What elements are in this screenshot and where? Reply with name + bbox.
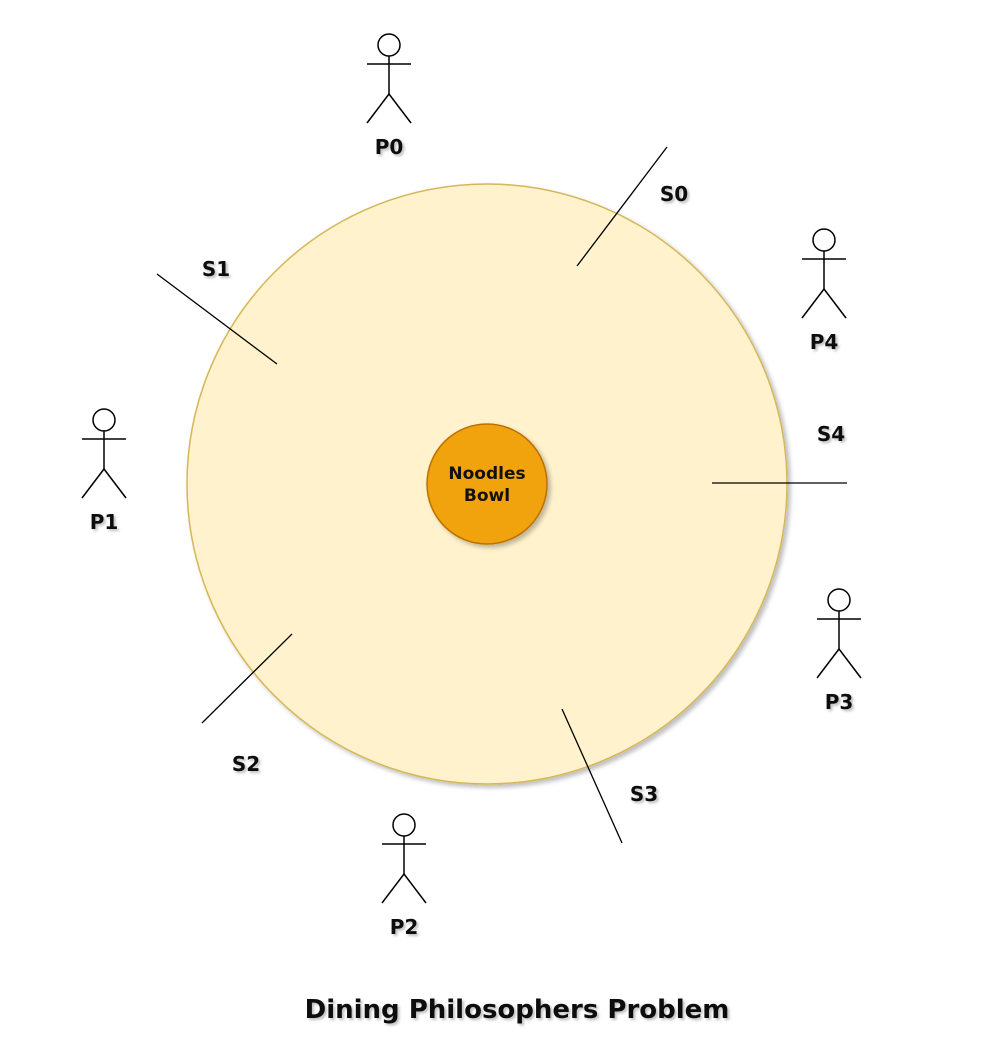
philosopher-label-p4: P4 (810, 330, 839, 354)
stick-s0 (576, 146, 668, 267)
philosopher-p3-actor-icon (816, 588, 862, 679)
philosopher-label-p1: P1 (90, 510, 119, 534)
philosopher-p1-actor-icon (81, 408, 127, 499)
bowl-label-line1: Noodles (448, 464, 525, 484)
philosopher-label-p3: P3 (825, 690, 854, 714)
stick-s3 (561, 708, 623, 844)
philosopher-p2-actor-icon (381, 813, 427, 904)
stick-s2 (201, 633, 293, 724)
stick-label-s1: S1 (202, 257, 230, 281)
bowl-label-line2: Bowl (464, 486, 510, 506)
philosopher-label-p2: P2 (390, 915, 419, 939)
stick-label-s2: S2 (232, 752, 260, 776)
philosopher-p0-actor-icon (366, 33, 412, 124)
philosopher-label-p0: P0 (375, 135, 404, 159)
noodles-bowl (426, 423, 548, 545)
philosopher-p4-actor-icon (801, 228, 847, 319)
stick-label-s3: S3 (630, 782, 658, 806)
sticks (156, 146, 847, 844)
stick-label-s0: S0 (660, 182, 688, 206)
stick-label-s4: S4 (817, 422, 845, 446)
diagram-title: Dining Philosophers Problem (305, 995, 730, 1025)
stick-s1 (156, 273, 278, 365)
